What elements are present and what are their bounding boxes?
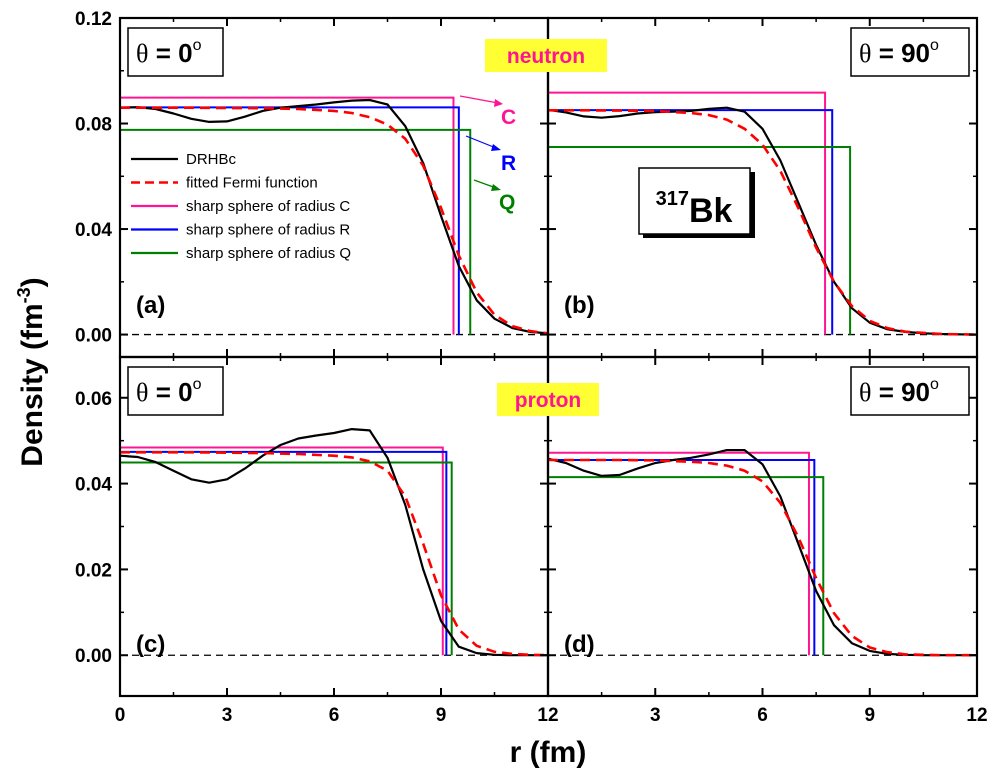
neutron-highlight xyxy=(485,39,607,72)
arrow-C: C xyxy=(459,95,516,129)
theta-label: θ = 0o xyxy=(136,37,202,68)
theta-eq: = 0 xyxy=(148,38,192,68)
neutron-label: neutron xyxy=(507,45,585,68)
legend-item: sharp sphere of radius R xyxy=(131,222,350,239)
arrow-Q-head xyxy=(491,184,501,191)
sharp-sphere-R xyxy=(548,458,816,656)
arrow-C-label: C xyxy=(501,106,516,129)
legend-label: sharp sphere of radius Q xyxy=(186,245,351,262)
x-tick-label: 6 xyxy=(757,705,768,726)
arrow-C-head xyxy=(494,99,503,107)
y-axis-title-close: ) xyxy=(16,277,49,287)
panel-c: 0.00 0.02 0.04 0.06 0 3 6 9 12 (c) θ = 0o xyxy=(75,355,559,726)
legend-label: sharp sphere of radius C xyxy=(186,198,350,215)
legend: DRHBc fitted Fermi function sharp sphere o… xyxy=(131,151,351,262)
theta-box xyxy=(850,27,970,77)
sharp-sphere-Q xyxy=(120,461,453,656)
panel-label: (b) xyxy=(564,292,595,319)
theta-box xyxy=(127,27,224,77)
theta-symbol: θ xyxy=(859,39,871,68)
fermi-curve xyxy=(548,109,978,336)
sharp-sphere-Q xyxy=(548,146,852,335)
sharp-sphere-R xyxy=(548,109,834,335)
theta-label: θ = 90o xyxy=(859,37,939,68)
x-tick-label: 6 xyxy=(329,705,340,726)
fermi-curve xyxy=(548,458,977,657)
arrow-R: R xyxy=(465,135,516,175)
theta-label: θ = 0o xyxy=(136,376,202,407)
theta-symbol: θ xyxy=(136,378,148,407)
x-tick-label: 3 xyxy=(222,705,233,726)
x-tick-label: 0 xyxy=(115,705,126,726)
theta-degree: o xyxy=(930,376,939,393)
panel-label: (a) xyxy=(136,292,165,319)
fermi-curve xyxy=(120,106,549,335)
arrow-Q: Q xyxy=(473,179,515,214)
legend-item: sharp sphere of radius C xyxy=(131,198,350,215)
y-tick-label: 0.00 xyxy=(75,326,112,347)
sharp-sphere-Q xyxy=(548,476,825,656)
sharp-sphere-C xyxy=(548,451,810,656)
x-tick-label: 9 xyxy=(864,705,875,726)
panel-b: (b) θ = 90o xyxy=(546,16,979,359)
y-tick-label: 0.04 xyxy=(75,475,112,496)
theta-symbol: θ xyxy=(136,39,148,68)
proton-label: proton xyxy=(515,389,581,412)
theta-eq: = 90 xyxy=(871,377,930,407)
drhbc-curve xyxy=(119,428,548,657)
theta-box xyxy=(850,366,970,416)
y-tick-label: 0.08 xyxy=(75,115,112,136)
x-tick-label: 12 xyxy=(537,705,558,726)
sharp-sphere-C xyxy=(548,91,827,335)
x-tick-label: 12 xyxy=(966,705,987,726)
legend-item: DRHBc xyxy=(131,151,237,168)
sharp-sphere-C xyxy=(120,96,455,335)
legend-label: fitted Fermi function xyxy=(186,175,318,192)
drhbc-curve xyxy=(547,449,977,657)
sharp-sphere-R xyxy=(120,450,448,656)
y-tick-label: 0.00 xyxy=(75,646,112,667)
arrow-R-head xyxy=(491,144,501,151)
y-tick-label: 0.06 xyxy=(75,389,112,410)
theta-box xyxy=(127,366,224,416)
y-axis-title-sup: -3 xyxy=(14,287,34,303)
legend-item: fitted Fermi function xyxy=(131,175,318,192)
legend-label: sharp sphere of radius R xyxy=(186,222,350,239)
nucleus-mass: 317 xyxy=(656,188,689,210)
nucleus-symbol: Bk xyxy=(689,192,733,230)
theta-symbol: θ xyxy=(859,378,871,407)
nucleus-label-box: 317Bk xyxy=(638,167,755,238)
fermi-curve xyxy=(120,451,549,657)
sharp-sphere-C xyxy=(120,446,444,656)
panel-label: (c) xyxy=(136,631,165,658)
sharp-sphere-Q xyxy=(120,128,472,335)
drhbc-curve xyxy=(119,98,549,335)
theta-eq: = 90 xyxy=(871,38,930,68)
drhbc-curve xyxy=(547,106,978,336)
panel-d: 3 6 9 12 (d) θ = 90o xyxy=(546,355,988,726)
y-tick-label: 0.04 xyxy=(75,220,112,241)
theta-label: θ = 90o xyxy=(859,376,939,407)
theta-degree: o xyxy=(193,376,202,393)
y-tick-label: 0.12 xyxy=(75,9,112,30)
x-tick-label: 3 xyxy=(650,705,661,726)
y-axis-title: Density (fm-3) xyxy=(14,277,49,466)
panel-label: (d) xyxy=(564,631,595,658)
theta-degree: o xyxy=(930,37,939,54)
proton-highlight xyxy=(497,383,599,416)
theta-eq: = 0 xyxy=(148,377,192,407)
legend-item: sharp sphere of radius Q xyxy=(131,245,351,262)
x-tick-label: 9 xyxy=(436,705,447,726)
y-tick-label: 0.02 xyxy=(75,560,112,581)
nucleus-label: 317Bk xyxy=(656,188,733,230)
arrow-R-label: R xyxy=(501,152,516,175)
theta-degree: o xyxy=(193,37,202,54)
arrow-Q-label: Q xyxy=(499,191,515,214)
legend-label: DRHBc xyxy=(186,151,237,168)
x-axis-title: r (fm) xyxy=(510,736,587,769)
